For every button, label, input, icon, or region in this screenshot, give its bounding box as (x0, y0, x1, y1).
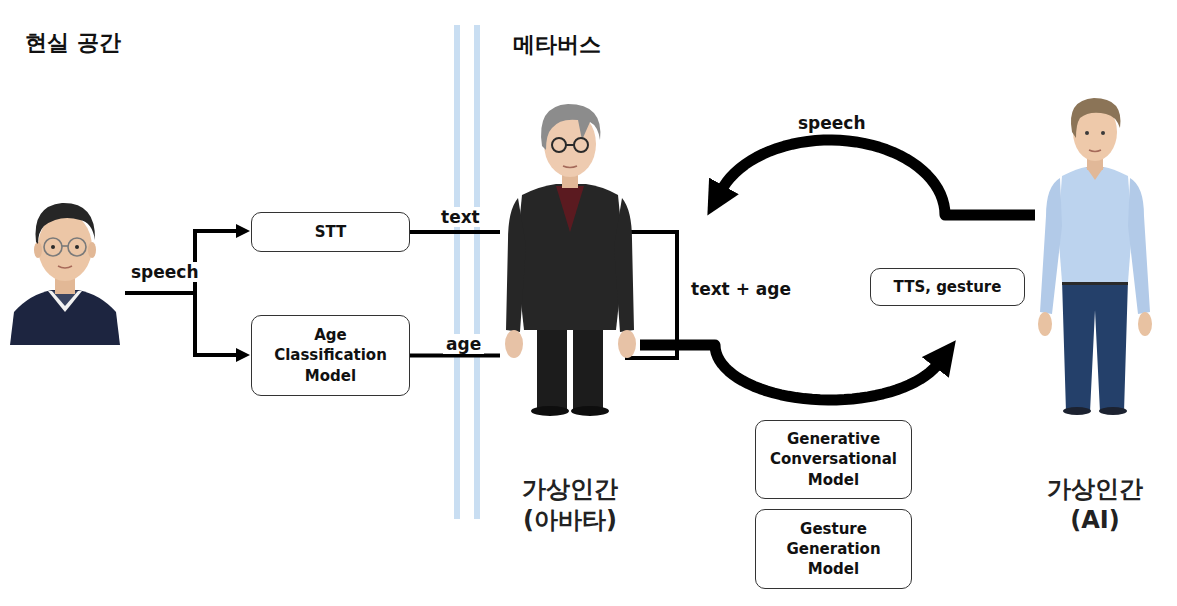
arrowhead (236, 348, 250, 362)
edge-label: text + age (688, 279, 794, 299)
region-title: 메타버스 (513, 30, 601, 60)
ai-figure (1038, 98, 1152, 415)
box-text: STT (315, 222, 347, 242)
figure-caption: 가상인간 (아바타) (500, 474, 640, 536)
divider-line (474, 25, 480, 519)
box-text: Generative Conversational Model (764, 429, 903, 490)
connector (721, 140, 1035, 215)
box-text: Gesture Generation Model (764, 519, 903, 580)
region-title: 현실 공간 (25, 28, 121, 58)
figure-caption: 가상인간 (AI) (1035, 474, 1155, 536)
connector (640, 345, 939, 400)
person-photo (5, 187, 125, 345)
signal-label: speech (128, 262, 202, 282)
connector (410, 354, 500, 358)
model-box: Age Classification Model (251, 315, 410, 396)
process-box: STT (251, 212, 410, 252)
avatar-figure (505, 104, 636, 416)
edge-label: age (443, 334, 484, 354)
connector (410, 230, 500, 234)
process-box: TTS, gesture (870, 268, 1025, 306)
edge-label: text (438, 207, 483, 227)
box-text: TTS, gesture (894, 277, 1002, 297)
divider-line (454, 25, 460, 519)
avatar-node: 가상인간 (아바타) (500, 105, 640, 540)
speech-split (125, 229, 238, 357)
model-box: Gesture Generation Model (755, 509, 912, 589)
box-text: Age Classification Model (260, 325, 401, 386)
ai-node: 가상인간 (AI) (1035, 100, 1155, 540)
edge-label: speech (795, 113, 869, 133)
model-box: Generative Conversational Model (755, 420, 912, 499)
arrowhead (236, 224, 250, 238)
